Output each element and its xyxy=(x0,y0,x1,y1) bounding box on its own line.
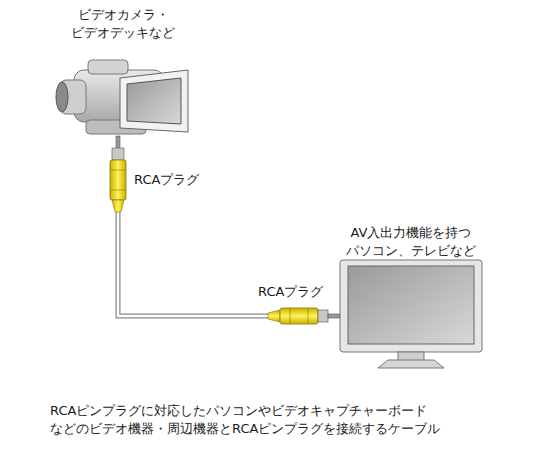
rca-plug xyxy=(110,136,126,212)
rca-plug xyxy=(268,308,340,324)
tv-monitor xyxy=(340,260,482,368)
cable xyxy=(118,210,270,316)
device-label: AV入出力機能を持つ パソコン、テレビなど xyxy=(340,224,482,259)
device-label: RCAプラグ xyxy=(134,171,244,189)
video-camera xyxy=(56,60,188,134)
device-label: RCAプラグ xyxy=(258,283,368,301)
device-label: ビデオカメラ・ ビデオデッキなど xyxy=(58,6,188,41)
caption: RCAピンプラグに対応したパソコンやビデオキャプチャーボード などのビデオ機器・… xyxy=(50,402,510,437)
